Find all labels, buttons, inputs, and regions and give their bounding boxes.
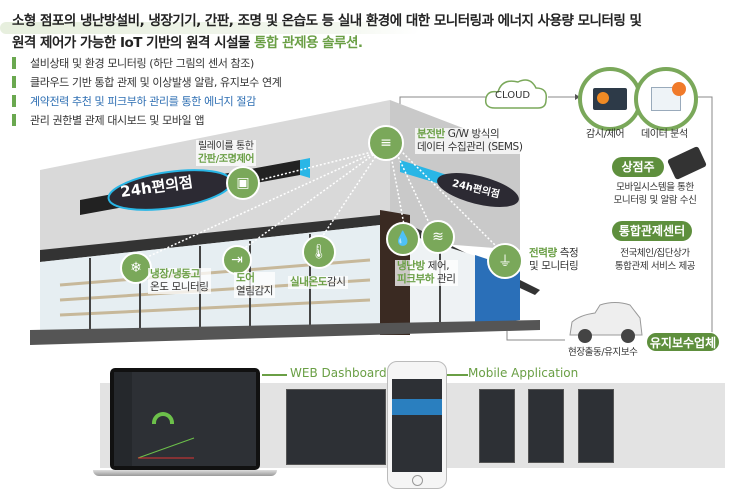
service-label: 감시/제어: [586, 129, 625, 140]
sign-right: [437, 173, 519, 207]
web-dashboard-screen: [114, 372, 256, 466]
bullet-text: 관리 권한별 관제 대시보드 및 모바일 앱: [30, 114, 205, 127]
cloud-label: CLOUD: [495, 90, 531, 101]
title-highlight-text: 통합 관제용 솔루션.: [254, 35, 363, 51]
smartphone: [387, 361, 447, 489]
owner-line1: 모바일시스템을 통한: [616, 182, 694, 193]
bullet-item: 계약전력 추천 및 피크부하 관리를 통한 에너지 절감: [12, 93, 256, 109]
temp-green: 실내온도: [290, 276, 328, 288]
bullet-text: 설비상태 및 환경 모니터링 (하단 그림의 센서 참조): [30, 57, 254, 70]
bullet-marker: [12, 57, 16, 69]
power-line1: 측정: [556, 247, 579, 259]
mobile-screen: [479, 389, 515, 463]
connector-line: [698, 96, 713, 333]
mobile-app-label: Mobile Application: [468, 366, 579, 380]
web-dashboard-label: WEB Dashboard: [290, 366, 387, 380]
fridge-line2: 온도 모니터링: [150, 281, 209, 293]
title-highlight: [0, 22, 420, 34]
bullet-text: 계약전력 추천 및 피크부하 관리를 통한 에너지 절감: [30, 95, 256, 108]
analytics-icon: [634, 67, 698, 131]
hvac-line1: 제어,: [424, 260, 450, 272]
title-text: 원격 제어가 가능한 IoT 기반의 원격 시설물: [12, 35, 255, 51]
service-label: 데이터 분석: [641, 129, 688, 140]
center-line1: 전국체인/집단상가: [620, 248, 690, 259]
owner-line2: 모니터링 및 알람 수신: [613, 195, 697, 206]
hvac-icon: ≋: [421, 220, 455, 254]
monitor-chart-icon: [578, 67, 642, 131]
relay-line2: 간판/조명제어: [198, 154, 255, 165]
power-line2: 및 모니터링: [529, 260, 579, 272]
connector-line: [262, 374, 287, 376]
bullet-marker: [12, 76, 16, 88]
bullet-item: 클라우드 기반 통합 관제 및 이상발생 알람, 유지보수 연계: [12, 74, 282, 90]
router-icon: ≡: [368, 125, 404, 161]
bullet-text: 클라우드 기반 통합 관제 및 이상발생 알람, 유지보수 연계: [30, 76, 282, 89]
gateway-green: 분전반: [417, 128, 445, 140]
fridge-line1: 냉장/냉동고: [150, 268, 200, 280]
hvac-line2: 관리: [434, 273, 456, 285]
gateway-line1: G/W 방식의: [444, 128, 500, 140]
hvac-label: 냉난방 제어,피크부하 관리: [395, 260, 458, 286]
title-line-1: 소형 점포의 냉난방설비, 냉장기기, 간판, 조명 및 온습도 등 실내 환경…: [12, 13, 642, 29]
plug-icon: ⏚: [487, 243, 523, 279]
temp-label: 실내온도감시: [288, 276, 348, 289]
car-label: 현장출동/유지보수: [568, 347, 638, 358]
bullet-marker: [12, 95, 16, 107]
web-dashboard-screen-2: [286, 389, 386, 465]
connector-line: [446, 374, 468, 376]
relay-line1: 릴레이를 통한: [198, 141, 254, 152]
title-line-2: 원격 제어가 가능한 IoT 기반의 원격 시설물 통합 관제용 솔루션.: [12, 31, 363, 51]
gateway-line2: 데이터 수집관리 (SEMS): [417, 141, 523, 153]
mobile-screen: [528, 389, 564, 463]
power-green: 전력량: [529, 247, 557, 259]
bullet-item: 설비상태 및 환경 모니터링 (하단 그림의 센서 참조): [12, 55, 254, 71]
cloud-icon: [484, 79, 548, 109]
door-icon: ⇥: [222, 245, 252, 275]
door-line1: 도어: [236, 272, 255, 284]
car-icon: [569, 302, 643, 343]
control-center-badge: 통합관제센터: [612, 221, 692, 241]
hvac-green1: 냉난방: [397, 260, 425, 272]
laptop: [110, 368, 260, 470]
laptop-base: [93, 470, 277, 476]
water-drop-icon: 💧: [386, 222, 420, 256]
arrow-head: [575, 94, 580, 100]
thermometer-icon: 🌡: [302, 235, 336, 269]
mobile-screen: [578, 389, 614, 463]
temp-rest: 감시: [327, 276, 346, 288]
center-line2: 통합관제 서비스 제공: [614, 261, 696, 272]
owner-badge: 상점주: [612, 157, 664, 177]
signboard-icon: ▣: [226, 166, 260, 200]
bullet-marker: [12, 114, 16, 126]
maintenance-badge: 유지보수업체: [646, 332, 720, 352]
hvac-green2: 피크부하: [397, 273, 435, 285]
door-line2: 열림감지: [236, 285, 274, 297]
bullet-item: 관리 권한별 관제 대시보드 및 모바일 앱: [12, 112, 205, 128]
